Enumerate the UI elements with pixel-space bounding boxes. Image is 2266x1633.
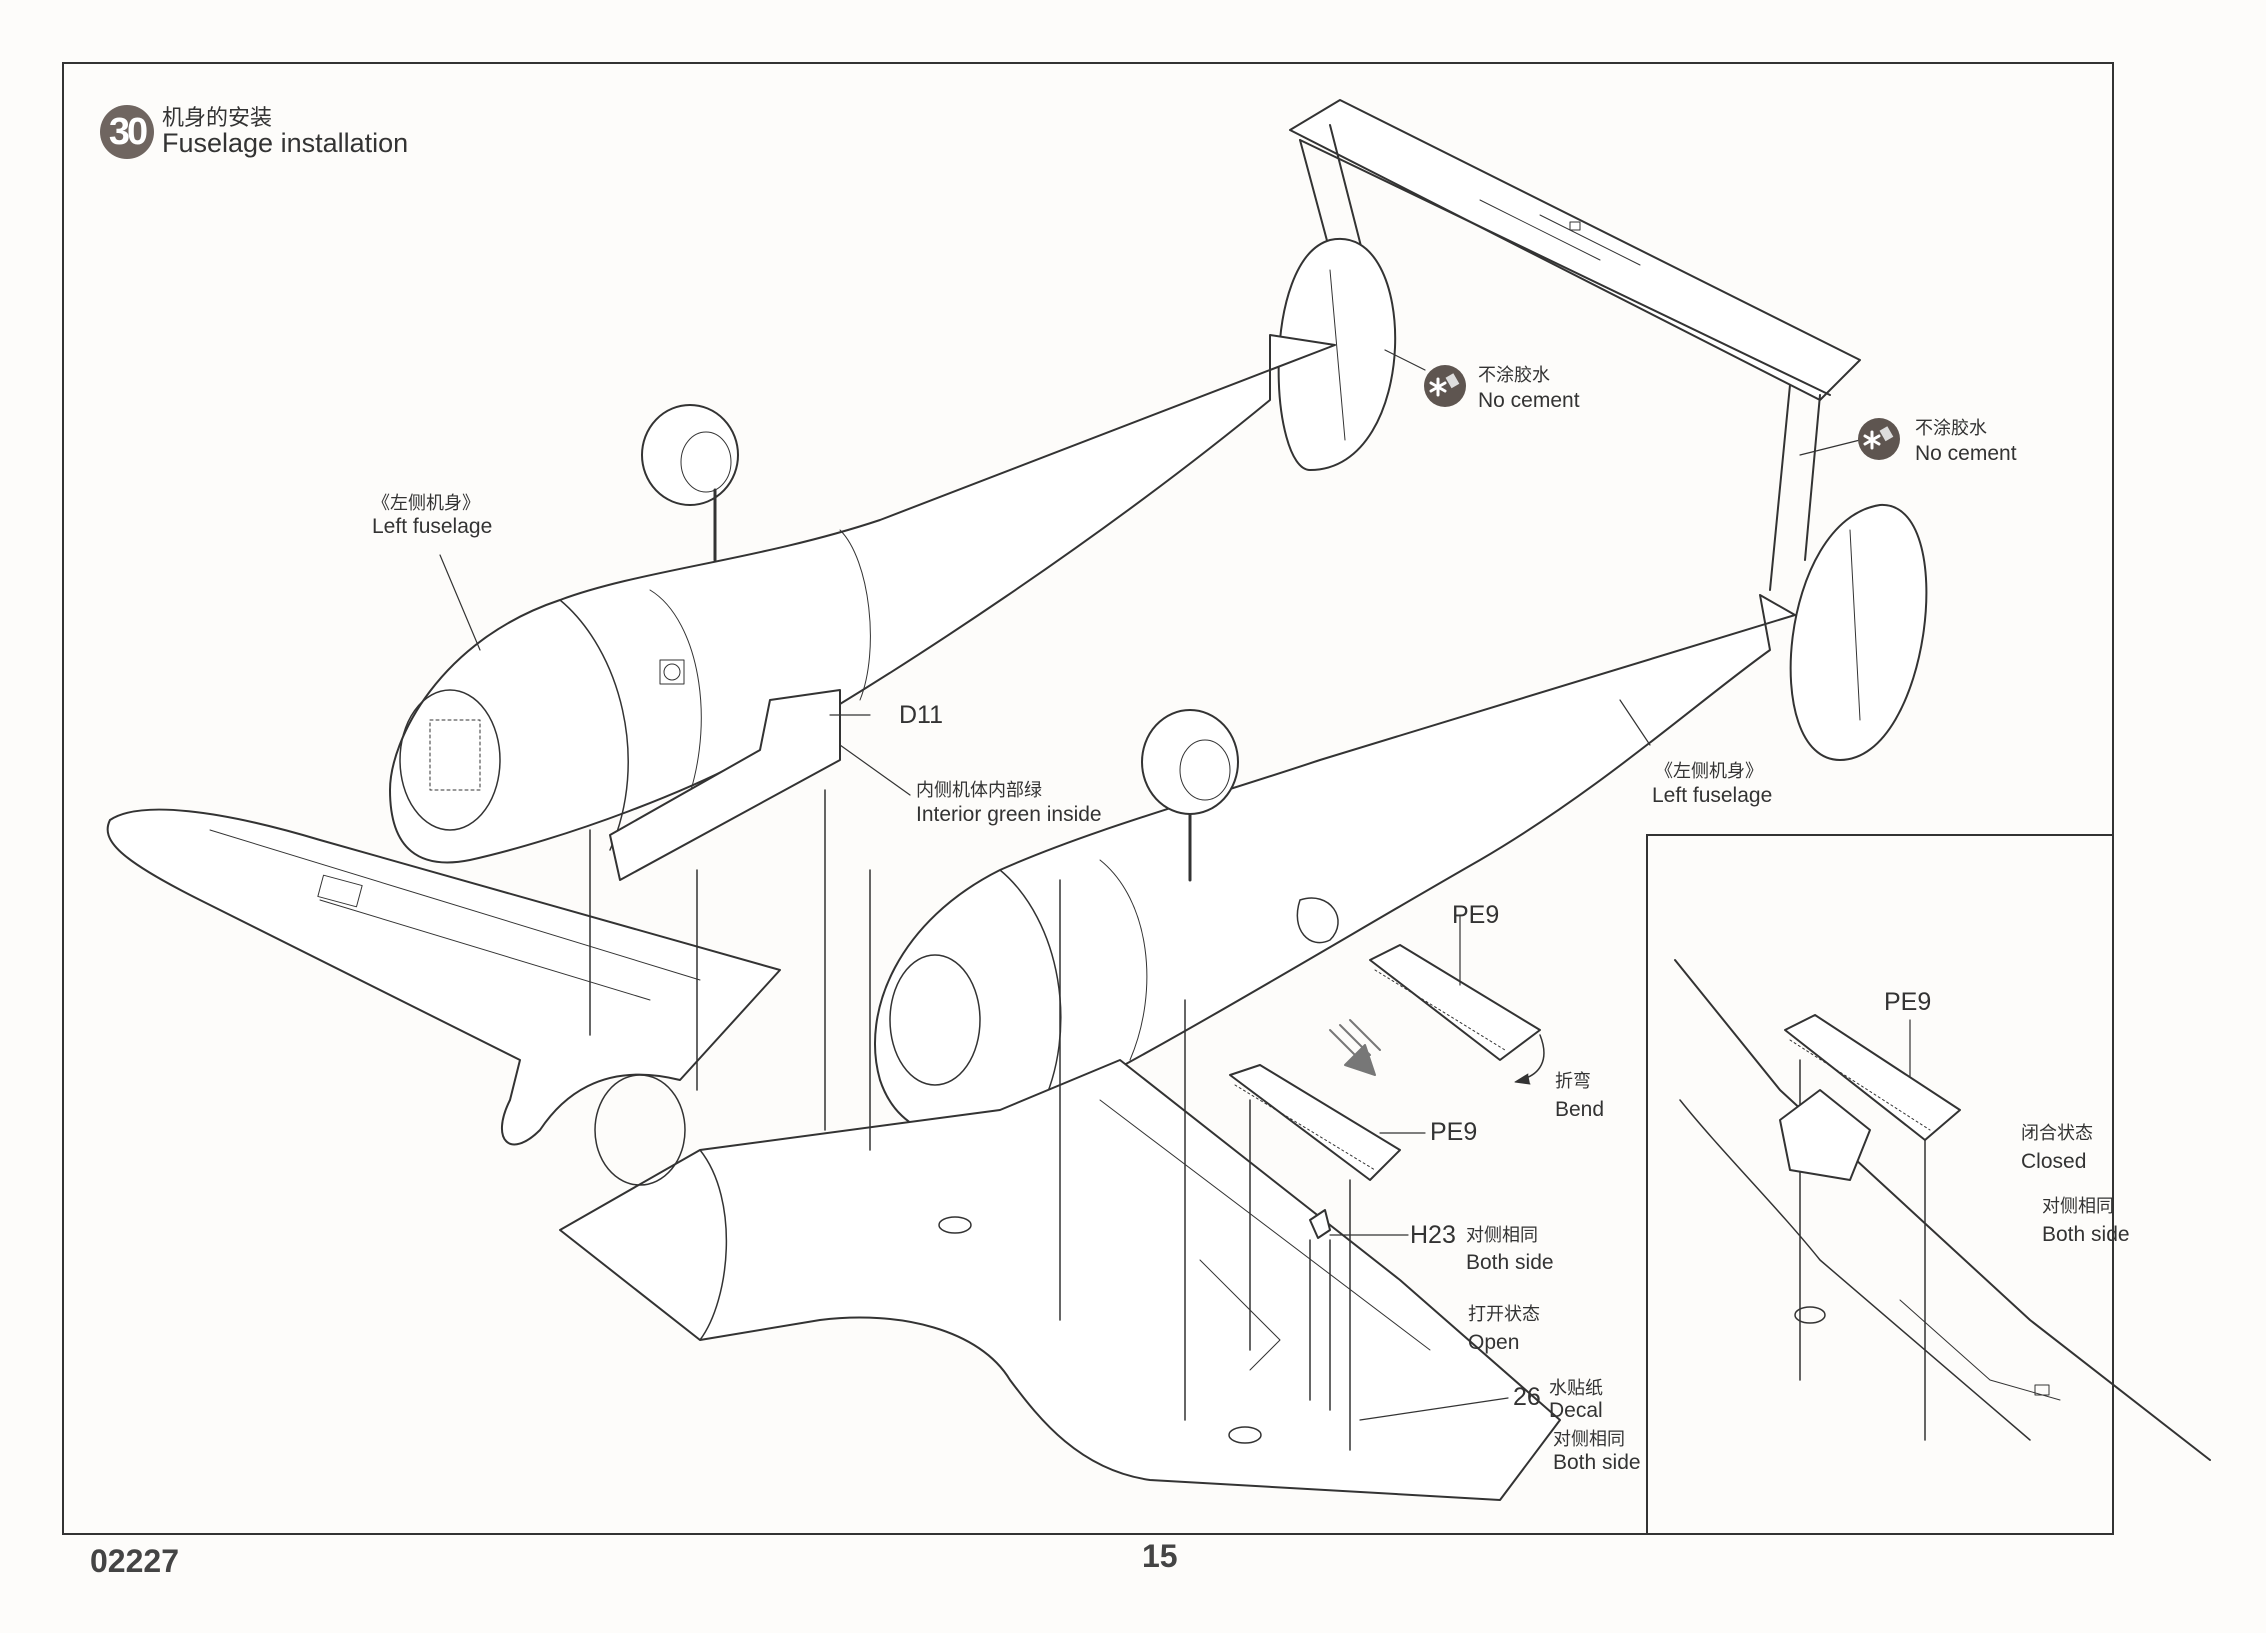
no-cement-2-cn: 不涂胶水 xyxy=(1915,418,1987,438)
decal-en: Decal xyxy=(1549,1399,1603,1422)
part-label-d11: D11 xyxy=(899,701,944,729)
no-cement-2-en: No cement xyxy=(1915,442,2017,465)
product-code: 02227 xyxy=(90,1543,179,1579)
part-pe9-open xyxy=(1229,1064,1401,1181)
closed-state-en: Closed xyxy=(2021,1150,2087,1173)
open-state-en: Open xyxy=(1468,1331,1520,1354)
bend-en: Bend xyxy=(1555,1098,1605,1121)
left-fuselage-upper-en: Left fuselage xyxy=(372,515,493,538)
decal-note-cn: 对侧相同 xyxy=(1553,1429,1625,1449)
lower-fin xyxy=(1789,503,1928,761)
step-number-badge: 30 xyxy=(100,105,154,159)
inset-both-side-en: Both side xyxy=(2042,1223,2130,1246)
part-label-h23: H23 xyxy=(1410,1221,1456,1249)
left-wing xyxy=(106,808,781,1146)
left-fuselage-lower-en: Left fuselage xyxy=(1652,784,1773,807)
page-number: 15 xyxy=(1142,1538,1178,1574)
lower-wheel xyxy=(1141,709,1239,882)
part-d11 xyxy=(609,689,841,881)
page-frame xyxy=(62,62,2114,1535)
leader-lines xyxy=(439,349,1911,1421)
part-pe9-bend xyxy=(1369,944,1545,1085)
left-fuselage-upper-cn: 《左侧机身》 xyxy=(372,493,480,513)
interior-note-en: Interior green inside xyxy=(916,803,1102,826)
no-cement-icon xyxy=(1858,418,1900,460)
no-cement-1-en: No cement xyxy=(1478,389,1580,412)
step-title-en: Fuselage installation xyxy=(162,128,409,158)
decal-cn: 水贴纸 xyxy=(1549,1378,1603,1398)
upper-fin xyxy=(1277,237,1397,471)
upper-wheel xyxy=(641,404,739,562)
part-label-pe9-bend: PE9 xyxy=(1452,901,1500,929)
part-h23 xyxy=(1309,1209,1331,1239)
step-title-cn: 机身的安装 xyxy=(162,105,273,130)
inset-illustration xyxy=(1674,959,2211,1461)
horizontal-stabilizer xyxy=(1289,99,1861,401)
inset-panel-closed-view xyxy=(1646,834,2114,1535)
bend-cn: 折弯 xyxy=(1555,1071,1591,1091)
interior-note-cn: 内侧机体内部绿 xyxy=(916,780,1042,800)
no-cement-icon xyxy=(1424,365,1466,407)
direction-arrow xyxy=(1329,1019,1381,1076)
left-fuselage-lower-cn: 《左侧机身》 xyxy=(1655,761,1763,781)
inset-both-side-cn: 对侧相同 xyxy=(2042,1196,2114,1216)
decal-note-en: Both side xyxy=(1553,1451,1641,1474)
closed-state-cn: 闭合状态 xyxy=(2021,1123,2093,1143)
open-state-cn: 打开状态 xyxy=(1468,1304,1540,1324)
lower-fuselage xyxy=(874,594,1796,1138)
inset-part-label-pe9: PE9 xyxy=(1884,988,1932,1016)
h23-note-cn: 对侧相同 xyxy=(1466,1225,1538,1245)
upper-fuselage xyxy=(389,334,1336,864)
no-cement-1-cn: 不涂胶水 xyxy=(1478,365,1550,385)
decal-number: 26 xyxy=(1513,1383,1541,1411)
tail-boom-right xyxy=(1769,384,1821,591)
h23-note-en: Both side xyxy=(1466,1251,1554,1274)
part-label-pe9-open: PE9 xyxy=(1430,1118,1478,1146)
